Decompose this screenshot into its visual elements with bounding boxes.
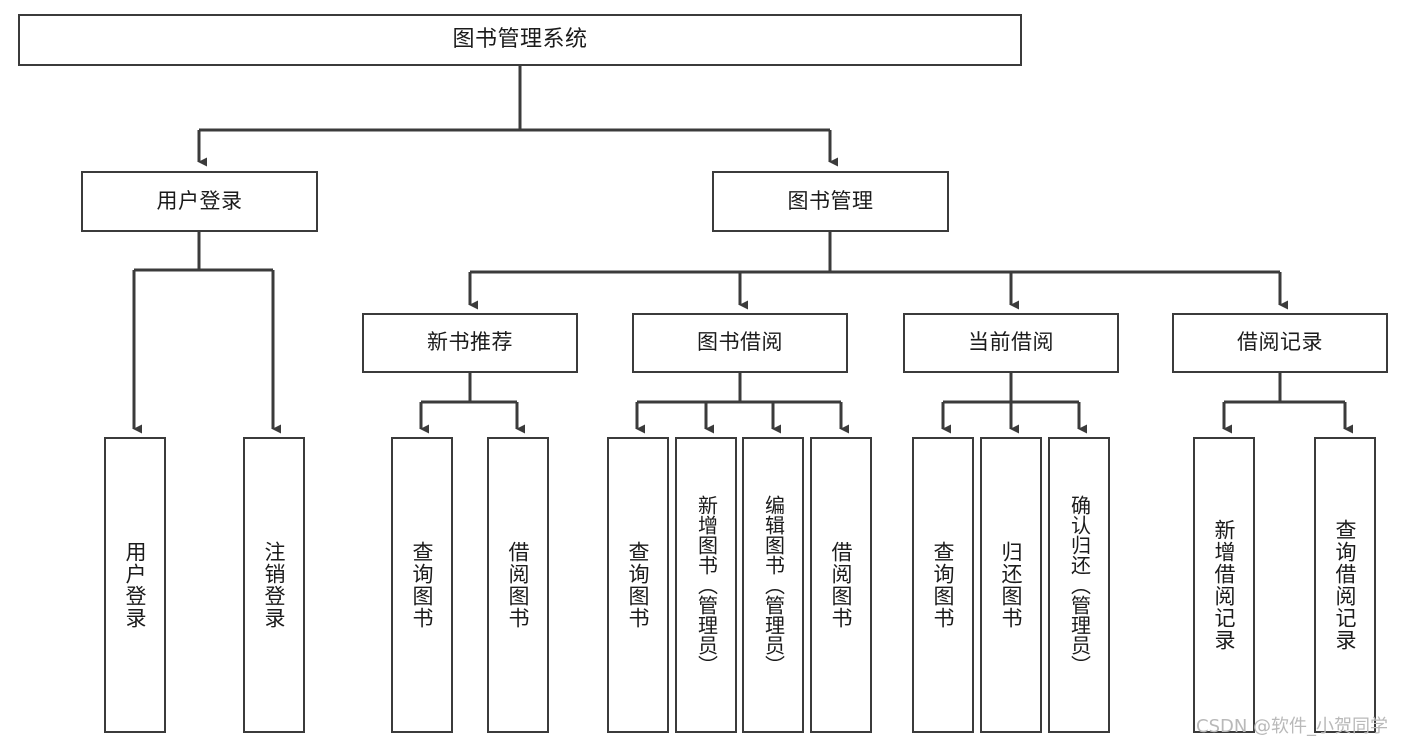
leaf-book-borrow-edit-book-admin[interactable]: 编辑图书（管理员）: [742, 437, 804, 733]
node-label: 查询图书: [626, 541, 651, 629]
node-label: 查询图书: [931, 541, 956, 629]
node-book-borrow[interactable]: 图书借阅: [632, 313, 848, 373]
leaf-new-book-query-book[interactable]: 查询图书: [391, 437, 453, 733]
node-label: 借阅记录: [1237, 330, 1323, 355]
node-label: 用户登录: [123, 541, 148, 629]
leaf-book-borrow-add-book-admin[interactable]: 新增图书（管理员）: [675, 437, 737, 733]
node-current-borrow[interactable]: 当前借阅: [903, 313, 1119, 373]
node-label: 确认归还（管理员）: [1067, 495, 1092, 675]
node-label: 当前借阅: [968, 330, 1054, 355]
node-label: 归还图书: [999, 541, 1024, 629]
node-label: 查询借阅记录: [1333, 519, 1358, 651]
leaf-current-borrow-query-book[interactable]: 查询图书: [912, 437, 974, 733]
node-label: 借阅图书: [829, 541, 854, 629]
node-borrow-record[interactable]: 借阅记录: [1172, 313, 1388, 373]
node-label: 用户登录: [156, 188, 243, 213]
leaf-book-borrow-query-book[interactable]: 查询图书: [607, 437, 669, 733]
leaf-current-borrow-return-book[interactable]: 归还图书: [980, 437, 1042, 733]
node-user-login[interactable]: 用户登录: [81, 171, 318, 232]
leaf-borrow-record-add-record[interactable]: 新增借阅记录: [1193, 437, 1255, 733]
leaf-new-book-borrow-book[interactable]: 借阅图书: [487, 437, 549, 733]
node-label: 新增借阅记录: [1212, 519, 1237, 651]
leaf-borrow-record-query-record[interactable]: 查询借阅记录: [1314, 437, 1376, 733]
csdn-watermark: CSDN @软件_小贺同学: [1196, 716, 1389, 737]
node-label: 新书推荐: [427, 330, 513, 355]
node-label: 查询图书: [410, 541, 435, 629]
node-label: 图书借阅: [697, 330, 783, 355]
leaf-current-borrow-confirm-return-admin[interactable]: 确认归还（管理员）: [1048, 437, 1110, 733]
leaf-book-borrow-borrow-book[interactable]: 借阅图书: [810, 437, 872, 733]
node-label: 编辑图书（管理员）: [761, 495, 786, 675]
node-label: 借阅图书: [506, 541, 531, 629]
node-label: 注销登录: [262, 541, 287, 629]
leaf-user-login-login[interactable]: 用户登录: [104, 437, 166, 733]
node-label: 新增图书（管理员）: [694, 495, 719, 675]
node-book-management[interactable]: 图书管理: [712, 171, 949, 232]
node-root-book-management-system[interactable]: 图书管理系统: [18, 14, 1022, 66]
node-label: 图书管理: [787, 188, 874, 213]
node-label: 图书管理系统: [452, 26, 588, 52]
node-new-book-recommend[interactable]: 新书推荐: [362, 313, 578, 373]
leaf-user-login-logout[interactable]: 注销登录: [243, 437, 305, 733]
